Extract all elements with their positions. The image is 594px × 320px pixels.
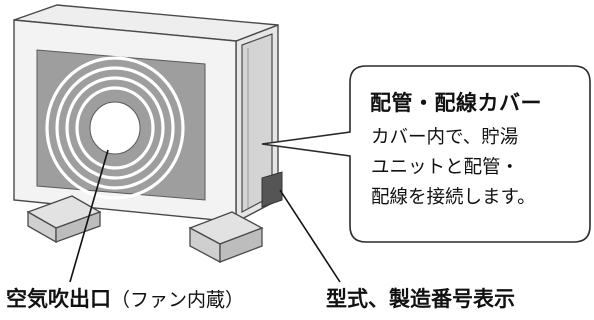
callout-bubble [261,65,591,243]
left-foot [26,195,102,244]
callout-body: カバー内で、貯湯 ユニットと配管・ 配線を接続します。 [371,123,586,213]
right-foot [188,211,264,264]
fan-outlet-note: （ファン内蔵） [111,289,245,311]
fan-outlet-label: 空気吹出口（ファン内蔵） [6,283,244,313]
fan-rings [45,56,185,200]
fan-outlet-main: 空気吹出口 [6,287,111,311]
callout-line: 配線を接続します。 [371,187,536,208]
fan-leader-line [69,149,109,283]
callout-line: カバー内で、貯湯 [371,127,519,148]
fan-hub [89,101,141,155]
plate-leader-line [279,189,341,283]
model-plate [261,171,283,208]
callout-line: ユニットと配管・ [371,157,520,178]
model-plate-label: 型式、製造番号表示 [326,287,515,311]
callout-title: 配管・配線カバー [370,91,542,115]
